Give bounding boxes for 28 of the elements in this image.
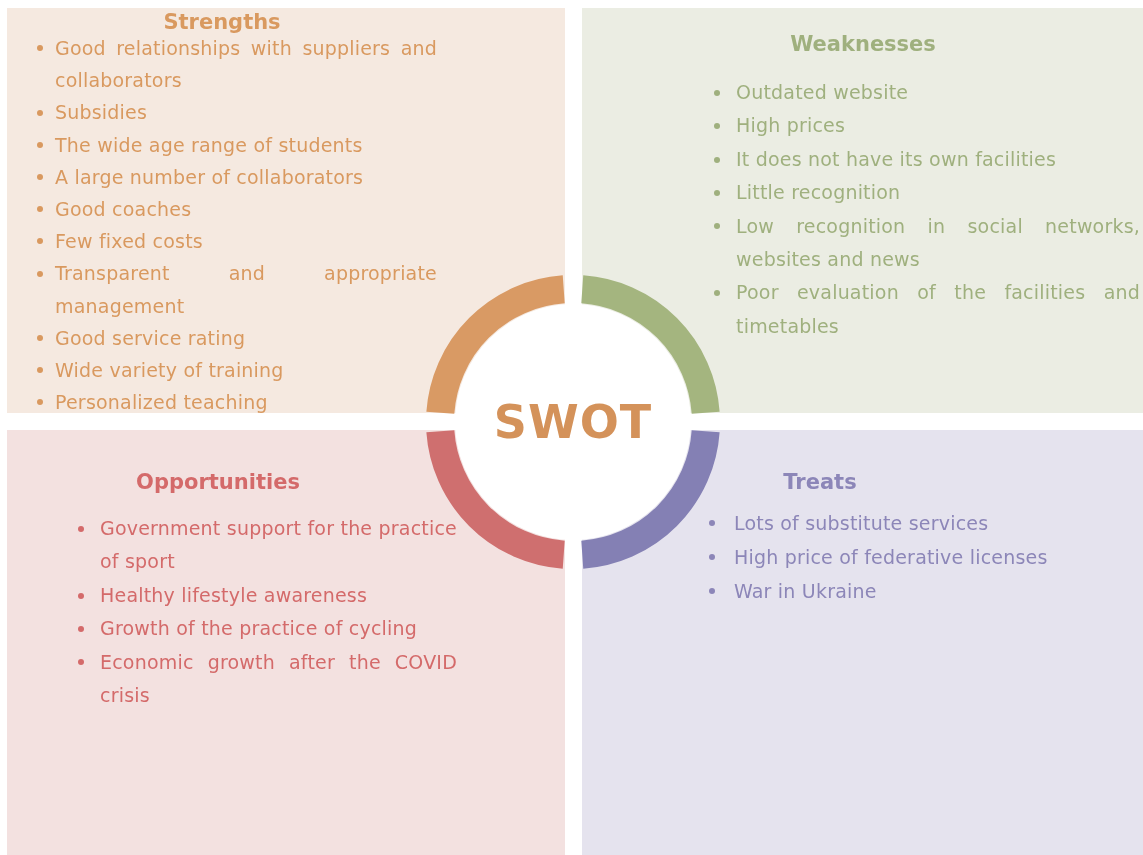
bullet-item: Little recognition <box>710 176 1140 210</box>
bullet-item: Outdated website <box>710 76 1140 110</box>
bullet-item: Good service rating <box>33 321 437 355</box>
bullet-item: A large number of collaborators <box>33 160 437 193</box>
bullet-item: Good relationships with suppliers and collaborators <box>33 32 437 97</box>
quadrant-heading: Weaknesses <box>790 32 936 56</box>
bullet-item: Low recognition in social networks, websites and news <box>710 209 1140 277</box>
bullet-item: Wide variety of training <box>33 354 437 387</box>
bullet-item: High prices <box>710 109 1140 143</box>
bullet-item: Transparent and appropriate management <box>33 257 437 322</box>
bullet-item: The wide age range of students <box>33 128 437 161</box>
bullet-item: Subsidies <box>33 96 437 129</box>
center-title: SWOT <box>493 395 653 449</box>
bullet-item: Poor evaluation of the facilities and timetables <box>710 276 1140 344</box>
bullet-item: Government support for the practice of sport <box>75 512 457 579</box>
bullet-item: Growth of the practice of cycling <box>75 612 457 646</box>
bullet-item: Few fixed costs <box>33 225 437 258</box>
bullet-item: It does not have its own facilities <box>710 142 1140 177</box>
bullet-item: War in Ukraine <box>706 574 1143 608</box>
bullet-item: Lots of substitute services <box>706 506 1143 540</box>
bullet-item: Personalized teaching <box>33 386 437 419</box>
quadrant-heading: Opportunities <box>136 470 300 494</box>
quadrant-heading: Treats <box>783 470 857 494</box>
bullet-item: Healthy lifestyle awareness <box>75 578 457 613</box>
quadrant-heading: Strengths <box>163 10 281 34</box>
bullet-item: High price of federative licenses <box>706 540 1143 574</box>
bullet-item: Good coaches <box>33 193 437 226</box>
bullet-item: Economic growth after the COVID crisis <box>75 645 457 713</box>
